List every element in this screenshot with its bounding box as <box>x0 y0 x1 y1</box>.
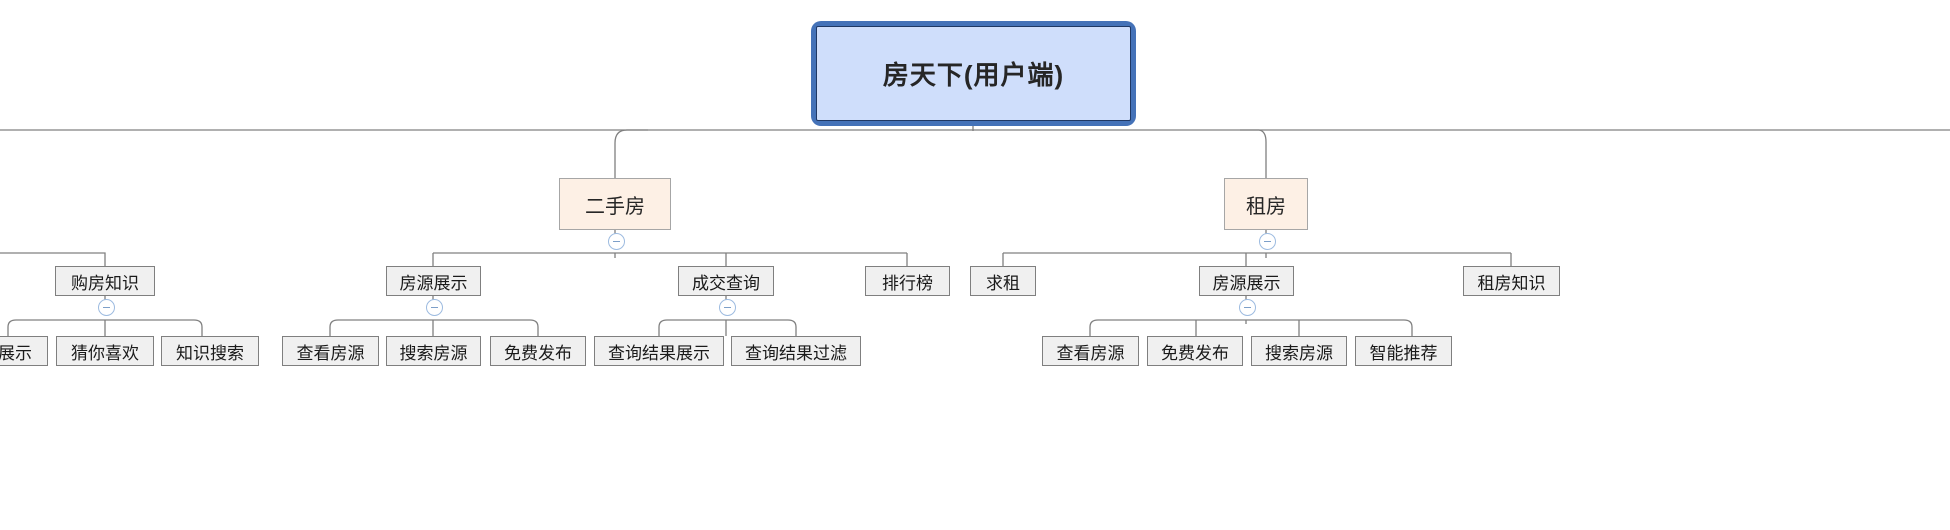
node-zufang[interactable]: 租房 <box>1224 178 1308 230</box>
node-sousuofangyuan-zufang-label: 搜索房源 <box>1265 343 1333 363</box>
node-mianfeifabu-ershoufang-label: 免费发布 <box>504 343 572 363</box>
collapse-toggle-zufang[interactable] <box>1259 233 1276 250</box>
collapse-toggle-ershoufang[interactable] <box>608 233 625 250</box>
node-zhanshi[interactable]: 展示 <box>0 336 48 366</box>
node-qiuzu[interactable]: 求租 <box>970 266 1036 296</box>
node-mianfeifabu-zufang[interactable]: 免费发布 <box>1147 336 1243 366</box>
node-ershoufang-label: 二手房 <box>585 195 645 218</box>
collapse-toggle-chengjiaochaxun[interactable] <box>719 299 736 316</box>
node-sousuofangyuan-ershoufang-label: 搜索房源 <box>399 343 468 363</box>
edge-fangyuan2-bus <box>1089 319 1413 336</box>
node-chakanfangyuan-zufang[interactable]: 查看房源 <box>1042 336 1139 366</box>
collapse-toggle-fangyuanzhanshi-ershoufang[interactable] <box>426 299 443 316</box>
node-chakanfangyuan-ershoufang-label: 查看房源 <box>296 343 365 363</box>
node-chengjiaochaxun[interactable]: 成交查询 <box>678 266 774 296</box>
edge-trunk-ershoufang <box>614 129 648 178</box>
node-fangyuanzhanshi-zufang[interactable]: 房源展示 <box>1199 266 1294 296</box>
edge-fangyuan1-bus <box>329 319 539 336</box>
node-chengjiaochaxun-label: 成交查询 <box>692 273 760 293</box>
node-sousuofangyuan-ershoufang[interactable]: 搜索房源 <box>386 336 481 366</box>
node-chaxunjieguozhanshi-label: 查询结果展示 <box>608 343 710 363</box>
node-zufang-label: 租房 <box>1246 195 1286 218</box>
node-zhinengtuijian-label: 智能推荐 <box>1369 343 1438 363</box>
node-chakanfangyuan-zufang-label: 查看房源 <box>1056 343 1125 363</box>
collapse-toggle-fangyuanzhanshi-zufang[interactable] <box>1239 299 1256 316</box>
node-chakanfangyuan-ershoufang[interactable]: 查看房源 <box>282 336 379 366</box>
node-cainixihuan-label: 猜你喜欢 <box>71 343 139 363</box>
edge-fangyuan2-drops <box>1195 320 1300 336</box>
edge-zufang-drops <box>1002 253 1512 266</box>
node-paihangbang-label: 排行榜 <box>882 273 933 293</box>
node-zhanshi-label: 展示 <box>0 343 32 363</box>
node-sousuofangyuan-zufang[interactable]: 搜索房源 <box>1251 336 1347 366</box>
node-ershoufang[interactable]: 二手房 <box>559 178 671 230</box>
node-goufangzhishi-label: 购房知识 <box>71 273 139 293</box>
node-mianfeifabu-zufang-label: 免费发布 <box>1161 343 1229 363</box>
node-fangyuanzhanshi-ershoufang[interactable]: 房源展示 <box>386 266 481 296</box>
node-chaxunjieguozhanshi[interactable]: 查询结果展示 <box>594 336 724 366</box>
node-chaxunjieguoguolv[interactable]: 查询结果过滤 <box>731 336 861 366</box>
node-zhinengtuijian[interactable]: 智能推荐 <box>1355 336 1452 366</box>
node-goufangzhishi[interactable]: 购房知识 <box>55 266 155 296</box>
root-node-label: 房天下(用户端) <box>882 60 1065 90</box>
root-node-frame: 房天下(用户端) <box>816 26 1131 121</box>
edge-ershoufang-drops <box>432 253 908 266</box>
node-fangyuanzhanshi-ershoufang-label: 房源展示 <box>399 273 468 293</box>
collapse-toggle-goufangzhishi[interactable] <box>98 299 115 316</box>
node-cainixihuan[interactable]: 猜你喜欢 <box>56 336 154 366</box>
node-zhishisousuo-label: 知识搜索 <box>176 343 244 363</box>
node-fangyuanzhanshi-zufang-label: 房源展示 <box>1212 273 1281 293</box>
edge-chengjiao-bus <box>658 319 797 336</box>
root-node[interactable]: 房天下(用户端) <box>811 21 1136 126</box>
edge-trunk-zufang <box>1240 129 1267 178</box>
node-zhishisousuo[interactable]: 知识搜索 <box>161 336 259 366</box>
edge-goufangzhishi-bus <box>7 319 203 336</box>
node-qiuzu-label: 求租 <box>986 273 1020 293</box>
edge-left-branch-goufangzhishi <box>0 252 106 266</box>
node-zufangzhishi-label: 租房知识 <box>1477 273 1546 293</box>
node-mianfeifabu-ershoufang[interactable]: 免费发布 <box>490 336 586 366</box>
node-paihangbang[interactable]: 排行榜 <box>865 266 950 296</box>
node-zufangzhishi[interactable]: 租房知识 <box>1463 266 1560 296</box>
node-chaxunjieguoguolv-label: 查询结果过滤 <box>745 343 847 363</box>
